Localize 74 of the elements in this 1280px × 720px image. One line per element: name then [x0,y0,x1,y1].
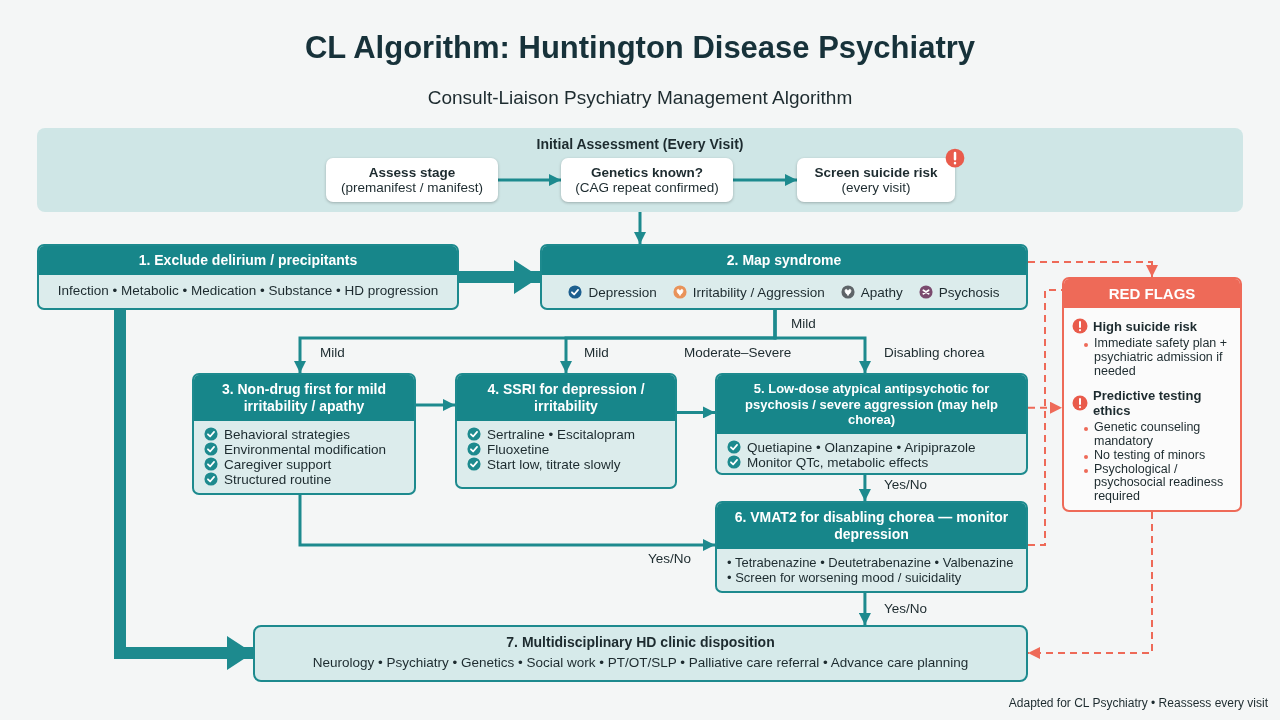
warning-heading: Predictive testing ethics [1093,388,1203,419]
checklist-item: Irritability / Aggression [692,284,825,300]
panel-title: RED FLAGS [1108,285,1196,302]
step-title: Genetics known? [590,165,704,180]
process-card [37,244,459,310]
step-detail: (every visit) [840,180,912,195]
edge-label: Yes/No [882,477,930,492]
checklist-item: Environmental modification [224,441,387,457]
checklist-item: Sertraline • Escitalopram [487,426,636,442]
footnote: Adapted for CL Psychiatry • Reassess every visit [1008,696,1268,710]
checklist-item: Apathy [860,284,903,300]
band-title: Initial Assessment (Every Visit) [535,136,745,152]
diagram-title: CL Algorithm: Huntington Disease Psychiatry [303,30,976,66]
step-box [326,158,498,202]
card-text: Neurology • Psychiatry • Genetics • Social work • PT/OT/SLP • Palliative care referral • Advance care planning [311,655,970,670]
card-title: 7. Multidisciplinary HD clinic disposition [505,634,776,650]
warning-text: Psychological / psychosocial readiness required [1094,462,1225,504]
checklist-item: Structured routine [224,471,332,488]
card-text: • Screen for worsening mood / suicidality [727,569,963,585]
warning-heading: High suicide risk [1093,318,1198,334]
edge-label: Yes/No [646,551,694,566]
arrow [733,174,797,186]
checklist-item: Start low, titrate slowly [487,456,621,472]
block-arrow [114,310,253,670]
checklist-item: Quetiapine • Olanzapine • Aripiprazole [747,439,976,455]
process-card [192,373,416,495]
step-detail: (CAG repeat confirmed) [574,180,720,195]
step-detail: (premanifest / manifest) [340,180,484,195]
step-title: Screen suicide risk [813,165,939,180]
card-title: 1. Exclude delirium / precipitants [138,252,358,268]
group-band [37,128,1243,212]
process-card [455,373,677,489]
step-title: Assess stage [367,165,457,180]
step-box [561,158,733,202]
arrow [858,593,871,625]
arrow [634,212,646,244]
card-title: 4. SSRI for depression / irritability [487,381,645,414]
checklist-item: Fluoxetine [487,441,550,457]
arrow [858,475,871,501]
card-title: 5. Low-dose atypical antipsychotic for psychosis / severe aggression (may help chorea) [745,381,998,428]
checklist-item: Depression [588,284,657,300]
edge-label: Mild [582,345,611,360]
process-card [715,373,1028,475]
block-arrow [459,260,540,294]
card-title: 3. Non-drug first for mild irritability / apathy [221,381,387,414]
card-title: 6. VMAT2 for disabling chorea — monitor depression [734,509,1009,542]
arrow [298,495,715,551]
dashed-arrow [1027,401,1063,414]
process-card [540,244,1028,310]
edge-label: Mild [318,345,347,360]
checklist-item: Monitor QTc, metabolic effects [747,454,929,470]
card-text: Infection • Metabolic • Medication • Substance • HD progression [56,282,440,298]
checklist-item: Caregiver support [224,456,332,472]
process-card [715,501,1028,593]
checklist-item: Psychosis [938,284,1000,300]
warning-text: No testing of minors [1094,448,1206,463]
dashed-arrow [1027,261,1158,278]
warning-panel [1062,277,1242,512]
edge-label: Disabling chorea [882,345,987,360]
arrow [416,398,455,411]
warning-text: Genetic counseling mandatory [1094,421,1202,449]
warning-text: Immediate safety plan + psychiatric admission if needed [1094,337,1229,379]
card-text: • Tetrabenazine • Deutetrabenazine • Valbenazine [727,554,1015,570]
checklist-item: Behavioral strategies [224,426,351,442]
arrow [677,406,715,419]
arrow [773,310,871,373]
flow-label: Mild [791,316,816,331]
edge-label: Yes/No [882,601,930,616]
arrow [498,174,561,186]
dashed-arrow [1027,511,1153,659]
process-card [253,625,1028,682]
subtitle: Consult-Liaison Psychiatry Management Algorithm [426,87,854,109]
flow-label: Moderate–Severe [684,345,792,360]
card-title: 2. Map syndrome [726,252,842,268]
